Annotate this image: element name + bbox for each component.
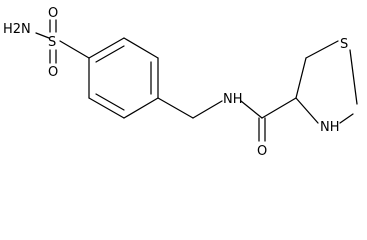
atom-sulfonyl-s: S bbox=[48, 35, 56, 50]
atom-sulfonyl-o-top: O bbox=[48, 6, 58, 21]
atom-labels: H2N S O O NH O S NH bbox=[3, 6, 348, 159]
bond-c-ring bbox=[261, 97, 297, 119]
bond-ring-5 bbox=[88, 97, 125, 119]
atom-sulfonyl-o-bottom: O bbox=[48, 65, 58, 80]
bond-n-s bbox=[35, 32, 50, 39]
bond-ring-ch2 bbox=[157, 97, 194, 119]
atom-ring-s: S bbox=[340, 37, 348, 52]
bond-ch2-n bbox=[192, 100, 223, 119]
bond-ring-1 bbox=[88, 37, 125, 59]
bond-thz-5 bbox=[295, 97, 319, 124]
bond-thz-1 bbox=[295, 57, 307, 99]
atom-amide-nh: NH bbox=[223, 92, 243, 107]
bond-ring-4 bbox=[123, 97, 159, 119]
structure-svg: H2N S O O NH O S NH bbox=[3, 6, 358, 159]
bond-ring-inner-1 bbox=[95, 45, 125, 63]
bond-n-c bbox=[240, 100, 263, 119]
bond-thz-3 bbox=[349, 49, 358, 105]
bond-ring-2 bbox=[123, 37, 159, 59]
atom-carbonyl-o: O bbox=[257, 144, 267, 159]
bonds bbox=[35, 19, 358, 142]
bond-thz-4 bbox=[339, 113, 354, 124]
bond-thz-2 bbox=[305, 40, 339, 59]
bond-ring-inner-3 bbox=[95, 93, 125, 111]
atom-ring-nh: NH bbox=[320, 120, 340, 135]
bond-s-ring bbox=[59, 40, 90, 59]
molecule-diagram: H2N S O O NH O S NH bbox=[3, 6, 358, 159]
atom-nh2: H2N bbox=[3, 22, 31, 37]
